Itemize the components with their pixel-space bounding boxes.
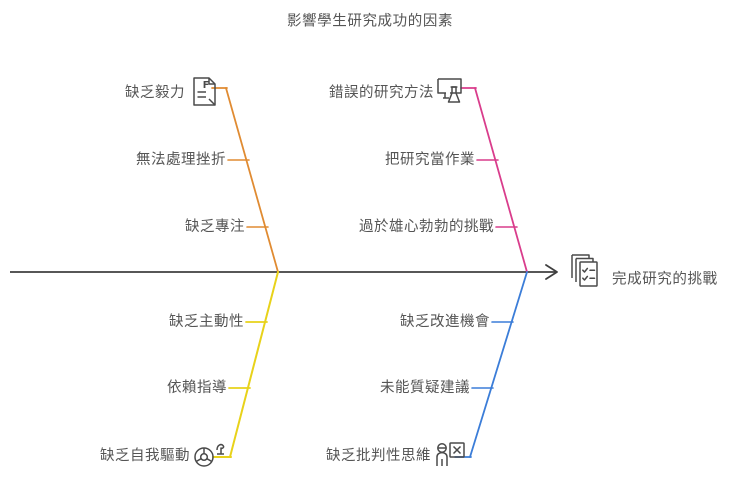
cause-label-upper-right-1: 把研究當作業 <box>385 151 475 168</box>
branch-upper-right <box>474 87 528 273</box>
steering-wheel-icon <box>194 443 225 467</box>
spine-group <box>10 264 558 280</box>
svg-text:F: F <box>203 80 210 91</box>
cause-label-upper-right-2: 過於雄心勃勃的挑戰 <box>359 218 494 235</box>
cause-label-lower-right-2: 缺乏批判性思維 <box>326 447 431 464</box>
branch-lower-right <box>454 271 528 458</box>
effect-label: 完成研究的挑戰 <box>612 271 718 288</box>
cause-label-lower-left-2: 缺乏自我驅動 <box>100 447 190 464</box>
arrow-right-icon <box>545 264 558 280</box>
cause-label-lower-left-1: 依賴指導 <box>167 379 227 396</box>
monitor-flask-icon <box>437 78 462 103</box>
branch-lower-left-line <box>229 271 279 458</box>
branch-upper-left-line <box>225 87 279 273</box>
branch-lower-left <box>212 271 279 458</box>
branch-upper-right-line <box>474 87 528 273</box>
document-f-grade-icon: F <box>193 77 216 106</box>
cause-label-upper-right-0: 錯誤的研究方法 <box>329 84 434 101</box>
branch-lower-right-line <box>469 271 528 458</box>
branch-upper-left <box>225 87 279 273</box>
cause-label-upper-left-0: 缺乏毅力 <box>125 84 185 101</box>
cause-label-lower-left-0: 缺乏主動性 <box>169 313 244 330</box>
cause-label-lower-right-1: 未能質疑建議 <box>380 379 470 396</box>
page-title: 影響學生研究成功的因素 <box>286 13 454 30</box>
stacked-checklist-icon <box>571 254 598 287</box>
cause-label-upper-left-2: 缺乏專注 <box>185 218 245 235</box>
cause-label-upper-left-1: 無法處理挫折 <box>136 151 226 168</box>
person-x-board-icon <box>436 442 465 466</box>
cause-label-lower-right-0: 缺乏改進機會 <box>400 313 490 330</box>
